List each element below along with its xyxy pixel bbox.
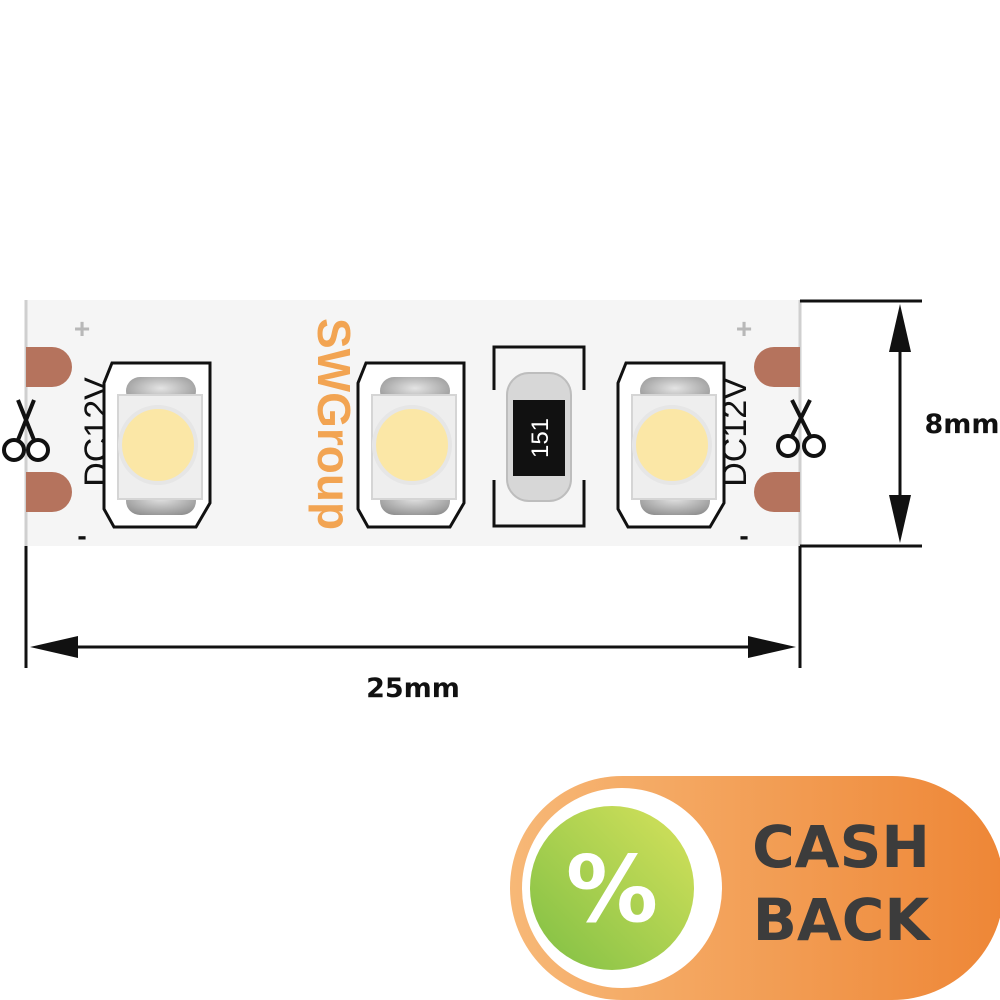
cashback-line1: CASH xyxy=(752,813,930,881)
width-dimension xyxy=(24,546,802,668)
height-label: 8mm xyxy=(924,409,999,440)
scissors-icon xyxy=(776,399,826,458)
brand-logo: SWGroup xyxy=(308,318,360,530)
plus-sign-left: + xyxy=(74,313,90,344)
minus-sign-right: - xyxy=(739,520,748,551)
minus-sign-left: - xyxy=(77,520,86,551)
cashback-badge[interactable]: % CASH BACK xyxy=(510,776,1000,1000)
cashback-line2: BACK xyxy=(753,886,932,954)
height-dimension xyxy=(800,299,922,548)
pad-right-top xyxy=(754,347,800,387)
led-2 xyxy=(356,361,466,529)
solder-pads xyxy=(26,347,800,512)
width-label: 25mm xyxy=(366,673,460,704)
led-3 xyxy=(616,361,726,529)
plus-sign-right: + xyxy=(736,313,752,344)
pad-left-bottom xyxy=(26,472,72,512)
percent-icon: % xyxy=(566,836,658,943)
resistor: 151 xyxy=(492,345,586,528)
resistor-code: 151 xyxy=(527,418,554,458)
scissors-icon xyxy=(2,399,50,462)
percent-circle xyxy=(530,806,694,970)
pad-left-top xyxy=(26,347,72,387)
pad-right-bottom xyxy=(754,472,800,512)
led-1 xyxy=(102,361,212,529)
